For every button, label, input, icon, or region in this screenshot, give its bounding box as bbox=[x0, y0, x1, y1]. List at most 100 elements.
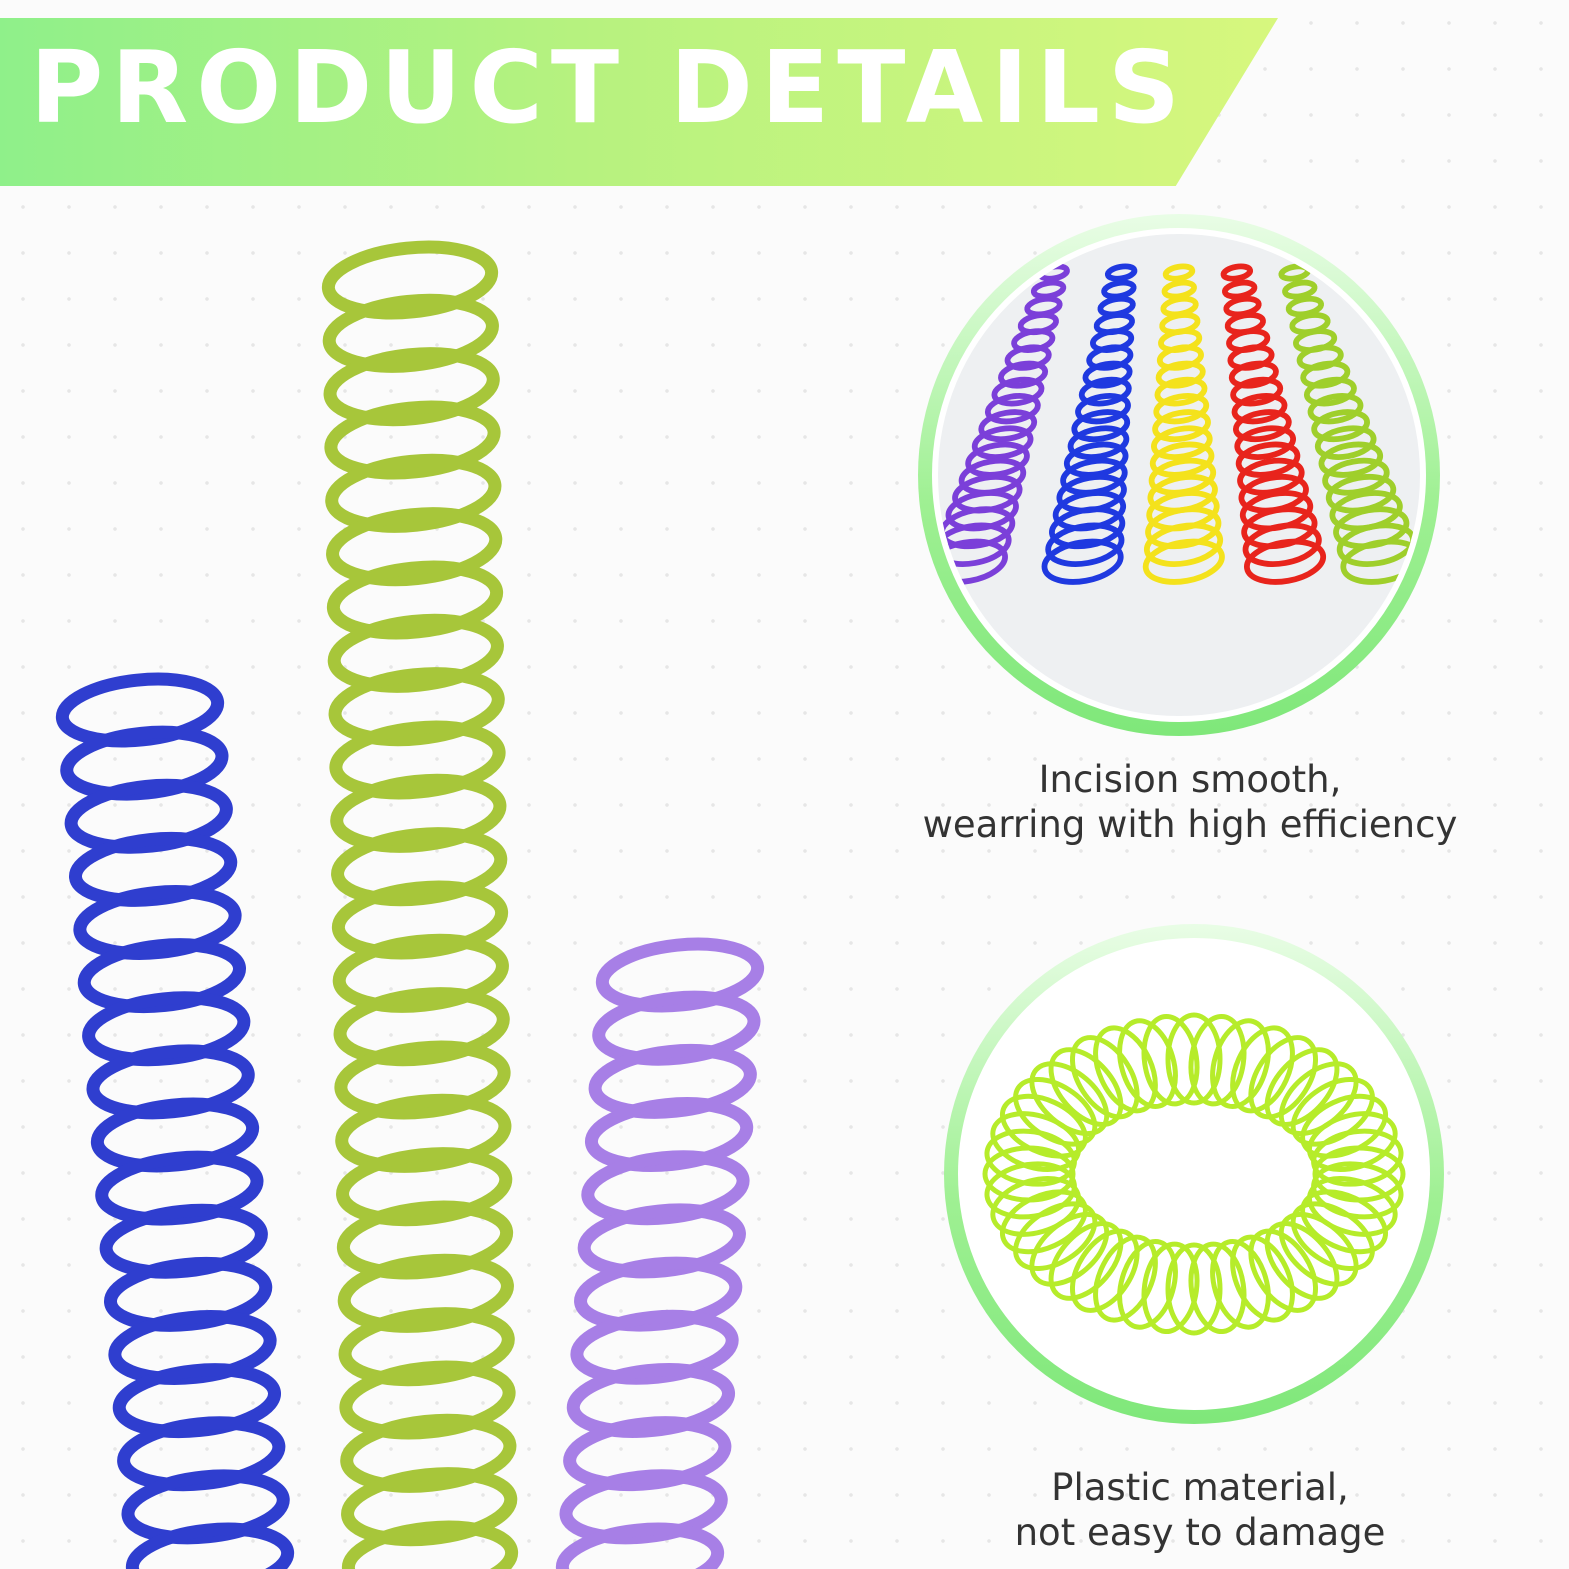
coil-loop bbox=[103, 1256, 273, 1332]
coil-loop bbox=[1149, 441, 1215, 478]
coil-loop bbox=[82, 991, 251, 1067]
feature-caption-material: Plastic material, not easy to damage bbox=[920, 1465, 1480, 1555]
coil-loop bbox=[581, 1150, 750, 1226]
coil-loop bbox=[337, 1253, 514, 1333]
green-binding-coil bbox=[321, 240, 519, 1569]
coil-loop bbox=[978, 409, 1038, 443]
coil-loop bbox=[331, 880, 509, 960]
coil-loop bbox=[1300, 360, 1351, 389]
coil-loop bbox=[1154, 376, 1208, 407]
coil-loop bbox=[555, 1522, 725, 1569]
coil-loop bbox=[1278, 1211, 1359, 1287]
coil-loop bbox=[333, 987, 510, 1067]
coil-loop bbox=[1307, 393, 1364, 425]
coil-loop bbox=[1311, 1128, 1404, 1187]
caption-line-2: not easy to damage bbox=[1014, 1511, 1386, 1554]
coil-loop bbox=[326, 560, 504, 640]
caption-line-1: Plastic material, bbox=[1051, 1466, 1349, 1509]
coil-loop bbox=[939, 506, 1016, 550]
coil-loop bbox=[1075, 393, 1131, 425]
coil-loop bbox=[1117, 1238, 1178, 1330]
coil-loop bbox=[595, 937, 765, 1013]
coil-loop bbox=[1300, 1093, 1389, 1159]
purple-binding-coil bbox=[555, 937, 765, 1569]
coil-loop bbox=[86, 1044, 255, 1120]
coil-loop bbox=[1264, 1221, 1340, 1301]
coil-loop bbox=[971, 425, 1034, 460]
coil-loop bbox=[330, 773, 507, 853]
coil-loop bbox=[1231, 393, 1288, 425]
coil-loop bbox=[338, 1307, 515, 1387]
coil-loop bbox=[327, 613, 504, 693]
coil-loop bbox=[563, 1416, 732, 1492]
coil-loop bbox=[1045, 522, 1125, 567]
coil-loop bbox=[73, 885, 242, 960]
coil-loop bbox=[112, 1363, 282, 1439]
coil-loop bbox=[1037, 263, 1070, 282]
coil-loop bbox=[1234, 425, 1296, 460]
coil-loop bbox=[1117, 1018, 1178, 1110]
coil-loop bbox=[125, 1522, 295, 1569]
coil-loop bbox=[1141, 1013, 1200, 1107]
coil-loop bbox=[984, 393, 1041, 425]
coil-loop bbox=[574, 1256, 743, 1332]
coil-loop bbox=[570, 1309, 739, 1385]
coil-loop bbox=[1156, 344, 1204, 371]
coil-loop bbox=[1235, 441, 1301, 478]
coil-loop bbox=[1142, 538, 1225, 585]
coil-loop bbox=[588, 1043, 757, 1119]
coil-loop bbox=[998, 360, 1049, 389]
coil-loop bbox=[566, 1363, 736, 1438]
caption-line-2: wearring with high efficiency bbox=[922, 803, 1458, 846]
coil-loop bbox=[95, 1150, 264, 1226]
coil-loop bbox=[108, 1310, 277, 1385]
coil-loop bbox=[1248, 1228, 1319, 1313]
coil-loop bbox=[1230, 376, 1284, 407]
coil-loop bbox=[1221, 279, 1258, 300]
coil-loop bbox=[1248, 1035, 1319, 1120]
page-title: PRODUCT DETAILS bbox=[30, 29, 1189, 146]
coil-loop bbox=[326, 507, 503, 587]
coil-loop bbox=[1082, 360, 1133, 389]
coil-loop bbox=[1093, 1234, 1158, 1323]
coil-loop bbox=[332, 933, 509, 1013]
coil-loop bbox=[1322, 457, 1390, 496]
coil-loop bbox=[1086, 344, 1134, 371]
flexible-coil-photo bbox=[982, 1012, 1406, 1336]
coil-loop bbox=[1228, 360, 1279, 389]
coil-loop bbox=[584, 1097, 754, 1172]
coil-loop bbox=[1188, 1013, 1247, 1107]
colored-coils-photo bbox=[938, 234, 1420, 716]
coil-loop bbox=[324, 400, 501, 480]
coil-loop bbox=[1093, 1025, 1158, 1114]
coil-loop bbox=[965, 441, 1030, 478]
coil-loop bbox=[1048, 1221, 1124, 1301]
feature-image-flexible-coil bbox=[944, 924, 1444, 1424]
coil-loop bbox=[559, 1469, 728, 1545]
coil-loop bbox=[1155, 360, 1206, 389]
coil-loop bbox=[335, 1093, 512, 1173]
coil-loop bbox=[1049, 506, 1126, 550]
coil-loop bbox=[1210, 1018, 1271, 1110]
coil-loop bbox=[1048, 1047, 1124, 1127]
coil-loop bbox=[117, 1416, 286, 1492]
coil-loop bbox=[339, 1360, 516, 1440]
coil-loop bbox=[1306, 1111, 1398, 1172]
coil-loop bbox=[121, 1469, 290, 1545]
coil-loop bbox=[1303, 376, 1357, 407]
coil-loop bbox=[938, 538, 1008, 585]
coil-loop bbox=[1227, 344, 1275, 371]
coil-loop bbox=[1069, 1228, 1140, 1313]
coil-loop bbox=[1104, 263, 1138, 282]
coil-loop bbox=[77, 938, 247, 1014]
coil-loop bbox=[341, 1467, 518, 1547]
coil-loop bbox=[1151, 425, 1213, 460]
coil-loop bbox=[321, 240, 499, 320]
coil-loop bbox=[938, 522, 1012, 567]
coil-loop bbox=[64, 778, 233, 854]
coil-loop bbox=[1071, 409, 1131, 443]
coil-loop bbox=[1143, 522, 1224, 567]
blue-binding-coil bbox=[55, 672, 295, 1569]
coil-loop bbox=[1311, 409, 1370, 443]
